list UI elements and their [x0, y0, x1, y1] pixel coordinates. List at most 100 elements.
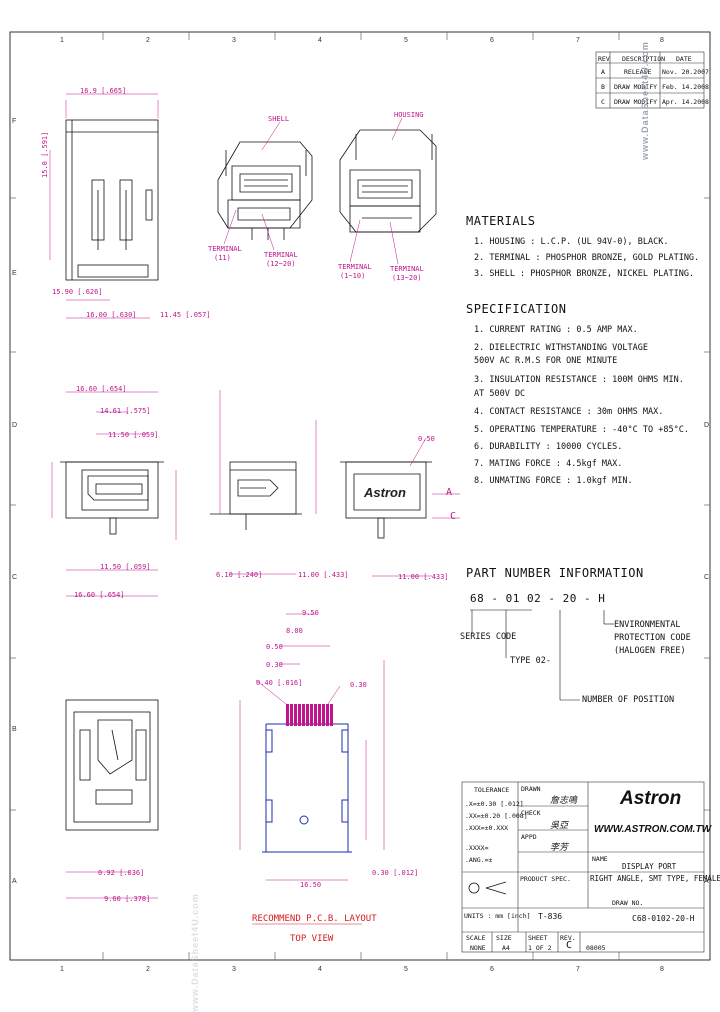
draw-no: C68-0102-20-H [632, 914, 695, 923]
pcb-view: TOP VIEW [290, 934, 334, 944]
company-logo: Astron [620, 788, 682, 809]
dim-front-inner: 14.61 [.575] [100, 407, 151, 415]
grid-col-7-bottom: 7 [576, 966, 580, 973]
rev-row-a-rev: A [601, 68, 605, 76]
rev-header-desc: DESCRIPTION [622, 55, 666, 63]
terminal-1-label: TERMINAL [208, 245, 242, 253]
sheet-value: 1 OF 2 [528, 944, 552, 952]
spec-item-5: 5. OPERATING TEMPERATURE : -40°C TO +85°… [474, 425, 689, 435]
dim-side-height: 15.0 [.591] [41, 131, 49, 178]
tolerance-line-2: .XX=±0.20 [.008] [465, 812, 528, 820]
dim-rear-small: 0.50 [418, 435, 435, 443]
rev-header-rev: REV [598, 55, 610, 63]
grid-col-8: 8 [660, 37, 664, 44]
bottom-watermark: www.DataSheet4U.com [190, 893, 200, 1012]
grid-col-3: 3 [232, 37, 236, 44]
rev-label: REV. [560, 934, 576, 942]
grid-col-6: 6 [490, 37, 494, 44]
series-code-label: SERIES CODE [460, 632, 517, 642]
grid-row-f: F [12, 118, 17, 125]
terminal-3-label: TERMINAL [338, 263, 372, 271]
draw-no-label: DRAW NO. [612, 899, 644, 907]
rev-header-date: DATE [676, 55, 692, 63]
name-line-2: RIGHT ANGLE, SMT TYPE, FEMALE [590, 874, 720, 883]
dim-pcb-c: 0.30 [350, 681, 367, 689]
dim-bottom-1: 0.92 [.036] [98, 869, 145, 877]
terminal-3-range: (1~10) [340, 272, 366, 280]
datum-c: C [450, 511, 457, 522]
spec-item-7: 7. MATING FORCE : 4.5kgf MAX. [474, 459, 623, 469]
rev-value: C [566, 940, 573, 951]
spec-item-8: 8. UNMATING FORCE : 1.0kgf MIN. [474, 476, 633, 486]
env-code-line-1: ENVIRONMENTAL [614, 620, 681, 630]
spec-item-1: 1. CURRENT RATING : 0.5 AMP MAX. [474, 325, 638, 335]
dim-side-small: 11.45 [.057] [160, 311, 211, 319]
size-value: A4 [502, 944, 510, 952]
dim-pcb-bottom: 16.50 [300, 881, 322, 889]
materials-heading: MATERIALS [466, 214, 536, 228]
terminal-2-range: (12~20) [266, 260, 296, 268]
company-website: WWW.ASTRON.COM.TW [594, 824, 712, 835]
dim-front-pitch: 11.50 [.059] [100, 563, 151, 571]
rev-row-a-desc: RELEASE [624, 68, 652, 76]
sheet-label: SHEET [528, 934, 548, 942]
product-spec-label: PRODUCT SPEC. [520, 875, 571, 883]
grid-row-d: D [12, 422, 18, 429]
grid-col-8-bottom: 8 [660, 966, 664, 973]
shell-label: SHELL [268, 115, 290, 123]
name-label: NAME [592, 855, 608, 863]
spec-item-3: 3. INSULATION RESISTANCE : 100M OHMS MIN… [474, 375, 684, 385]
grid-col-5-bottom: 5 [404, 966, 408, 973]
dim-rear: 11.00 [.433] [398, 573, 449, 581]
grid-col-1: 1 [60, 37, 64, 44]
dim-side-depth: 16.00 [.630] [86, 311, 137, 319]
rev-row-c-rev: C [601, 98, 605, 106]
grid-row-c: C [12, 574, 18, 581]
env-code-line-2: PROTECTION CODE [614, 633, 691, 643]
materials-item-3: 3. SHELL : PHOSPHOR BRONZE, NICKEL PLATI… [474, 269, 695, 279]
dim-front-width: 16.60 [.654] [76, 385, 127, 393]
grid-row-d-right: D [704, 422, 710, 429]
spec-item-2: 2. DIELECTRIC WITHSTANDING VOLTAGE [474, 343, 648, 353]
part-logo: Astron [364, 485, 406, 500]
grid-col-2: 2 [146, 37, 150, 44]
date-code: 08005 [586, 944, 606, 952]
dim-side-mid2: 11.00 [.433] [298, 571, 349, 579]
terminal-4-label: TERMINAL [390, 265, 424, 273]
grid-col-4: 4 [318, 37, 322, 44]
dim-side-bottom: 15.90 [.626] [52, 288, 103, 296]
dim-side-mid: 6.10 [.240] [216, 571, 263, 579]
spec-item-2b: 500V AC R.M.S FOR ONE MINUTE [474, 356, 618, 366]
drawn-signature: 詹志鳴 [550, 796, 578, 806]
scale-label: SCALE [466, 934, 486, 942]
check-label: CHECK [521, 809, 541, 817]
units-label: UNITS : mm [inch] [464, 912, 531, 920]
rev-row-c-date: Apr. 14.2008 [662, 98, 709, 106]
appd-signature: 李芳 [550, 843, 569, 853]
appd-label: APPD [521, 833, 537, 841]
datum-a: A [446, 487, 453, 498]
grid-col-3-bottom: 3 [232, 966, 236, 973]
name-line-1: DISPLAY PORT [622, 862, 677, 871]
spec-item-4: 4. CONTACT RESISTANCE : 30m OHMS MAX. [474, 407, 664, 417]
dim-bottom-2: 9.60 [.378] [104, 895, 151, 903]
pcb-caption: RECOMMEND P.C.B. LAYOUT [252, 914, 377, 924]
tolerance-line-5: .ANG.=± [465, 856, 493, 864]
check-signature: 吳亞 [550, 821, 569, 831]
grid-col-7: 7 [576, 37, 580, 44]
dim-front-slot: 11.50 [.059] [108, 431, 159, 439]
spec-heading: SPECIFICATION [466, 302, 567, 316]
side-watermark: www.DataSheet4U.com [640, 41, 650, 160]
type-code-label: TYPE 02- [510, 656, 551, 666]
dim-top-width: 16.9 [.665] [80, 87, 127, 95]
grid-row-c-right: C [704, 574, 710, 581]
grid-row-a-right: A [704, 878, 709, 885]
spec-item-6: 6. DURABILITY : 10000 CYCLES. [474, 442, 623, 452]
materials-item-2: 2. TERMINAL : PHOSPHOR BRONZE, GOLD PLAT… [474, 253, 700, 263]
rev-row-a-date: Nov. 20.2007 [662, 68, 709, 76]
dim-front-total: 16.60 [.654] [74, 591, 125, 599]
grid-col-2-bottom: 2 [146, 966, 150, 973]
dim-pcb-pitch: 8.00 [286, 627, 303, 635]
size-label: SIZE [496, 934, 512, 942]
